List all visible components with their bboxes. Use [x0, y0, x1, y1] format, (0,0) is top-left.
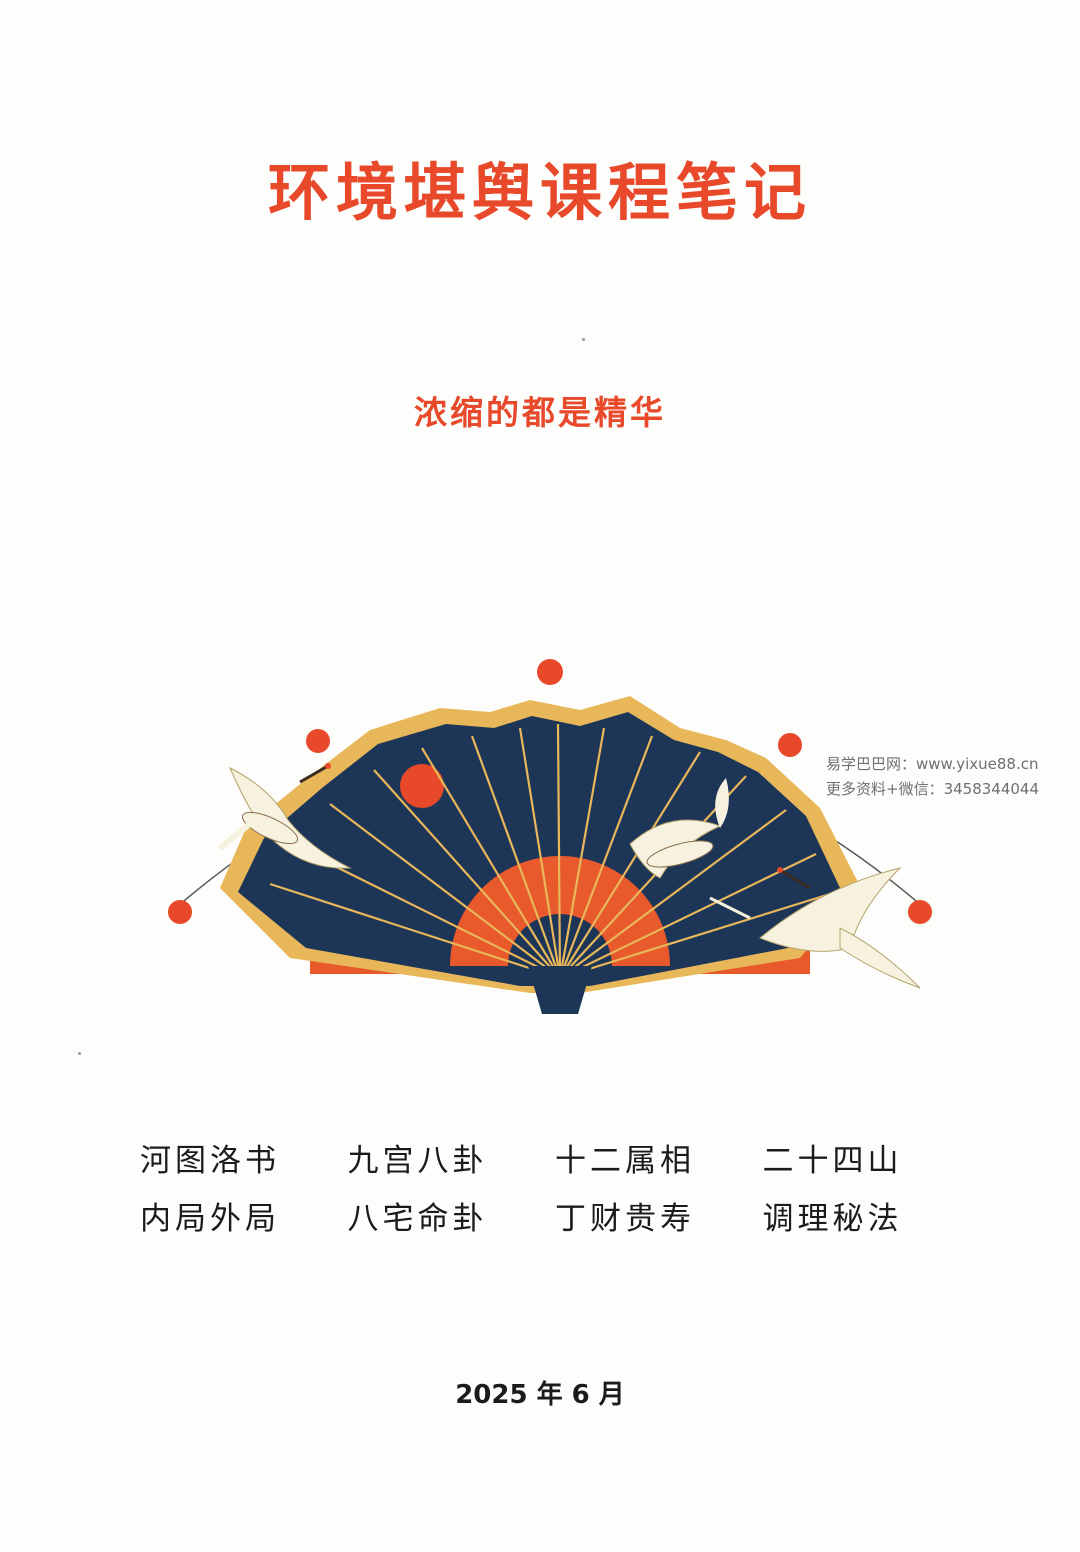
arc-bead-icon [306, 729, 330, 753]
watermark: 易学巴巴网：www.yixue88.cn 更多资料+微信：3458344044 [826, 752, 1039, 802]
scan-speck [582, 338, 585, 341]
document-date: 2025 年 6 月 [455, 1380, 625, 1410]
document-title: 环境堪舆课程笔记 [267, 156, 812, 229]
topic-item: 内局外局 [140, 1200, 280, 1237]
fan-illustration [168, 659, 932, 1014]
topic-item: 十二属相 [555, 1142, 695, 1179]
arc-bead-icon [778, 733, 802, 757]
topic-row: 河图洛书 九宫八卦 十二属相 二十四山 [140, 1128, 970, 1186]
topic-item: 调理秘法 [762, 1200, 903, 1237]
topic-row: 内局外局 八宅命卦 丁财贵寿 调理秘法 [140, 1186, 970, 1244]
watermark-line: 易学巴巴网：www.yixue88.cn [826, 755, 1039, 773]
scan-speck [78, 1052, 81, 1055]
arc-bead-icon [908, 900, 932, 924]
topic-item: 八宅命卦 [347, 1200, 488, 1237]
topic-item: 九宫八卦 [347, 1142, 488, 1179]
crane-icon [218, 763, 352, 869]
document-subtitle: 浓缩的都是精华 [414, 393, 666, 432]
watermark-line: 更多资料+微信：3458344044 [826, 780, 1040, 798]
arc-bead-icon [168, 900, 192, 924]
sun-icon [400, 764, 444, 808]
arc-bead-icon [537, 659, 563, 685]
topic-grid: 河图洛书 九宫八卦 十二属相 二十四山 内局外局 八宅命卦 丁财贵寿 调理秘法 [140, 1128, 970, 1244]
crane-icon [629, 778, 751, 920]
topic-item: 丁财贵寿 [555, 1200, 695, 1237]
topic-item: 河图洛书 [140, 1142, 280, 1179]
topic-item: 二十四山 [762, 1142, 903, 1179]
crane-icon [759, 867, 921, 989]
